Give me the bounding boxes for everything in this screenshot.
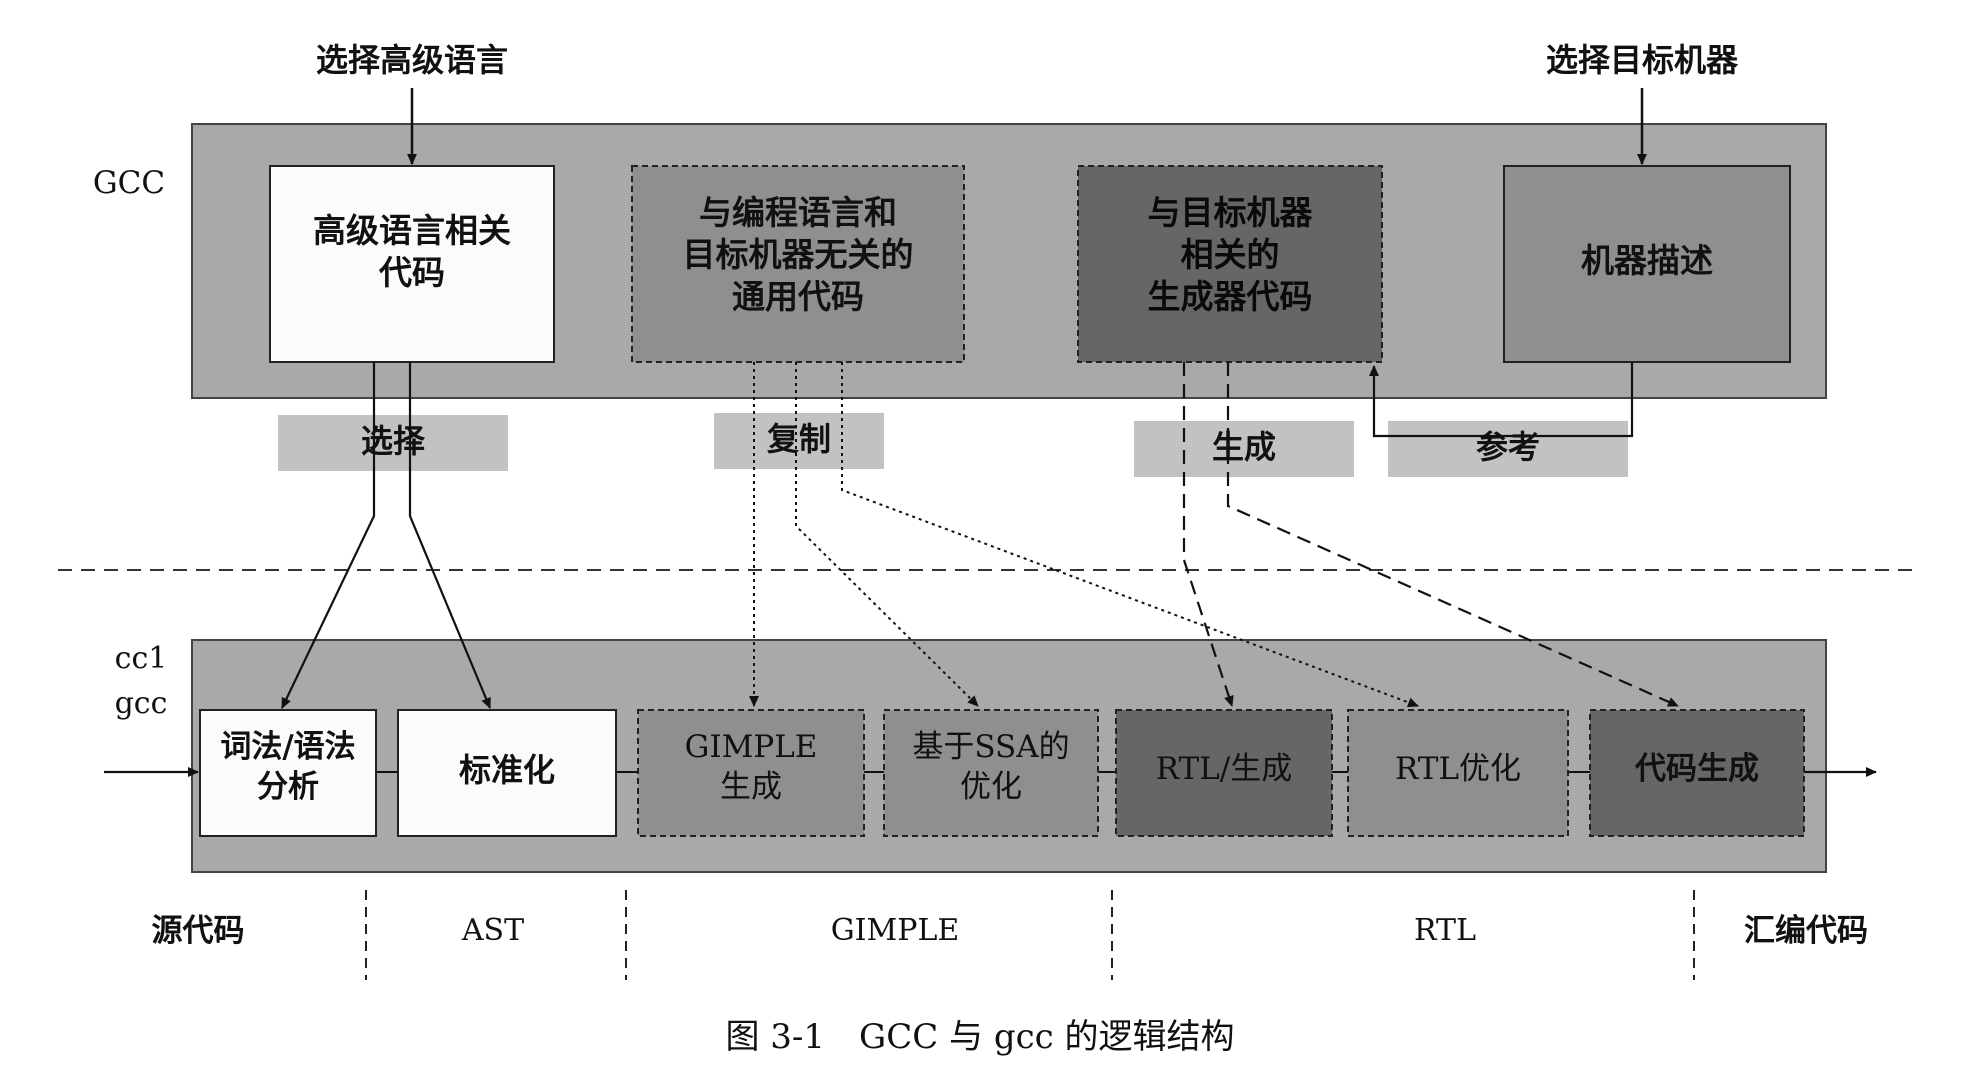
- stage-ssa-opt: [883, 709, 1099, 837]
- stage-normalize: [397, 709, 617, 837]
- copy-line-rtlopt: [841, 362, 1419, 708]
- target-code-line: 相关的: [1180, 235, 1280, 275]
- select-line-right: [408, 362, 492, 709]
- target-code-box: [1077, 165, 1383, 363]
- machine-desc-box: [1503, 165, 1791, 363]
- copy-line-ssa: [795, 362, 979, 707]
- rep-rtl: RTL: [1414, 913, 1476, 948]
- stage-lexer-parser: [199, 709, 377, 837]
- target-code-line: 与目标机器: [1147, 193, 1313, 232]
- stage-code-gen: [1589, 709, 1805, 837]
- stage-line: 词法/语法: [220, 729, 356, 765]
- generate-op-box: [1134, 421, 1354, 477]
- rep-ast: AST: [461, 913, 525, 948]
- copy-op-label: 复制: [766, 420, 831, 458]
- target-code-text: 与目标机器 相关的 生成器代码: [1078, 192, 1382, 319]
- generic-code-box: [631, 165, 965, 363]
- reference-op-box: [1388, 421, 1628, 477]
- stage-line: 基于SSA的: [912, 729, 1070, 765]
- stage-line: 生成: [720, 768, 782, 805]
- cc1-gcc-label: cc1 gcc: [96, 636, 186, 726]
- lang-code-line: 代码: [379, 253, 445, 293]
- stage-normalize-text: 标准化: [458, 751, 555, 789]
- reference-op-label: 参考: [1475, 428, 1540, 466]
- generic-code-line: 通用代码: [732, 277, 864, 317]
- stage-line: 分析: [257, 768, 319, 805]
- machine-desc-text: 机器描述: [1581, 241, 1713, 280]
- stage-line: 优化: [960, 768, 1022, 805]
- lang-code-line: 高级语言相关: [313, 211, 511, 250]
- cc1-label-line: cc1: [114, 641, 168, 676]
- generate-line-codegen: [1226, 362, 1679, 708]
- stage-lexer-parser-text: 词法/语法 分析: [200, 728, 376, 807]
- reference-line: [1369, 362, 1634, 438]
- generic-code-line: 与编程语言和: [699, 193, 897, 232]
- stage-rtl-opt-text: RTL优化: [1394, 751, 1522, 787]
- lang-code-text: 高级语言相关 代码: [270, 210, 554, 294]
- stage-gimple-gen-text: GIMPLE 生成: [638, 728, 864, 807]
- lang-code-box: [269, 165, 555, 363]
- copy-op-box: [714, 413, 884, 469]
- rep-source: 源代码: [151, 913, 245, 949]
- generate-line-rtlgen: [1182, 362, 1234, 707]
- generate-op-label: 生成: [1211, 428, 1276, 466]
- generic-code-line: 目标机器无关的: [682, 235, 914, 275]
- figure-caption: 图 3-1 GCC 与 gcc 的逻辑结构: [725, 1017, 1235, 1057]
- select-target-label: 选择目标机器: [1545, 41, 1738, 79]
- stage-gimple-gen: [637, 709, 865, 837]
- select-language-label: 选择高级语言: [315, 41, 508, 79]
- stage-rtl-opt: [1347, 709, 1569, 837]
- rep-assembly: 汇编代码: [1744, 913, 1868, 949]
- generic-code-text: 与编程语言和 目标机器无关的 通用代码: [632, 192, 964, 319]
- stage-rtl-gen-text: RTL/生成: [1155, 751, 1293, 787]
- stage-rtl-gen: [1115, 709, 1333, 837]
- stage-line: GIMPLE: [684, 729, 818, 765]
- stage-code-gen-text: 代码生成: [1635, 751, 1759, 787]
- select-op-box: [278, 415, 508, 471]
- cc1-label-line: gcc: [114, 686, 168, 721]
- gcc-label: GCC: [92, 165, 166, 201]
- select-line-left: [281, 362, 376, 709]
- rep-gimple: GIMPLE: [830, 913, 960, 948]
- stage-ssa-opt-text: 基于SSA的 优化: [884, 728, 1098, 807]
- target-code-line: 生成器代码: [1147, 277, 1313, 317]
- select-op-label: 选择: [360, 422, 425, 460]
